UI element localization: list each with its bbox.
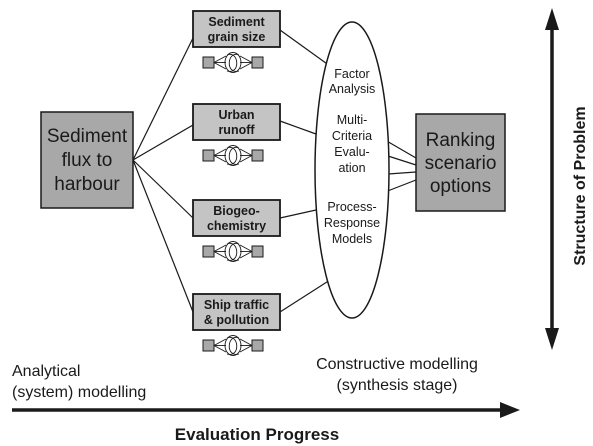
factor-box-biogeochemistry: Biogeo- chemistry — [192, 199, 281, 237]
stage-labels: Analytical (system) modelling Constructi… — [12, 356, 478, 401]
factor-box-line-2: & pollution — [204, 313, 269, 327]
source-box-line-1: Sediment — [47, 126, 128, 147]
source-box-shape — [40, 111, 134, 209]
factor-box-ship-traffic: Ship traffic & pollution — [192, 293, 281, 331]
result-box-line-3: options — [430, 176, 491, 197]
factor-box-line-2: chemistry — [207, 219, 266, 233]
constructive-stage-line-2: (synthesis stage) — [337, 377, 458, 394]
factor-box-shape — [192, 103, 281, 141]
constructive-stage-line-1: Constructive modelling — [316, 356, 478, 373]
structure-axis-arrow-up-icon — [545, 8, 559, 30]
result-connectors — [384, 139, 417, 193]
factor-box-line-2: runoff — [218, 123, 255, 137]
factor-box-shape — [192, 199, 281, 237]
source-box-line-2: flux to — [62, 150, 113, 171]
connector-source-ship — [132, 159, 194, 313]
source-connectors — [132, 37, 194, 313]
ellipse-connectors — [279, 29, 331, 313]
factor-box-grain-size: Sediment grain size — [192, 10, 281, 48]
evaluation-axis-label: Evaluation Progress — [175, 425, 339, 444]
factor-analysis-line-1: Factor — [334, 67, 369, 81]
source-box-line-3: harbour — [54, 174, 120, 195]
structure-axis-label: Structure of Problem — [572, 106, 589, 265]
connector-ship-ellipse — [279, 279, 331, 313]
mini-model-icon — [202, 145, 264, 166]
methods-ellipse-shape — [314, 21, 390, 319]
result-box-line-1: Ranking — [426, 130, 496, 151]
connector-ellipse-result-3 — [387, 171, 417, 175]
connector-ellipse-result-4 — [384, 179, 417, 193]
factor-analysis-line-2: Analysis — [329, 82, 376, 96]
multi-criteria-line-2: Criteria — [332, 129, 372, 143]
factor-box-shape — [192, 10, 281, 48]
connector-source-grain — [132, 37, 194, 161]
factor-box-line-1: Sediment — [208, 15, 265, 29]
structure-axis: Structure of Problem — [545, 8, 589, 350]
structure-axis-arrow-down-icon — [545, 328, 559, 350]
process-response-line-1: Process- — [327, 200, 376, 214]
evaluation-axis: Evaluation Progress — [12, 402, 520, 444]
result-box-line-2: scenario — [425, 153, 497, 174]
factor-box-shape — [192, 293, 281, 331]
result-box-shape — [415, 113, 506, 212]
factor-box-line-2: grain size — [208, 30, 266, 44]
process-response-line-2: Response — [324, 216, 380, 230]
factor-box-urban-runoff: Urban runoff — [192, 103, 281, 141]
evaluation-axis-arrow-icon — [500, 402, 520, 418]
factor-box-line-1: Biogeo- — [213, 204, 260, 218]
analytical-stage-line-2: (system) modelling — [12, 384, 146, 401]
multi-criteria-line-3: Evalu- — [334, 145, 369, 159]
factor-box-line-1: Ship traffic — [204, 298, 269, 312]
mini-model-icon — [202, 335, 264, 356]
multi-criteria-line-4: ation — [338, 161, 365, 175]
connector-runoff-ellipse — [279, 120, 317, 135]
process-response-line-3: Models — [332, 232, 372, 246]
analytical-stage-line-1: Analytical — [12, 363, 80, 380]
methods-ellipse: Factor Analysis Multi- Criteria Evalu- a… — [314, 21, 390, 319]
connector-source-runoff — [132, 124, 194, 161]
factor-box-line-1: Urban — [218, 108, 254, 122]
mini-model-icon — [202, 241, 264, 262]
connector-grain-ellipse — [279, 29, 331, 67]
multi-criteria-line-1: Multi- — [337, 113, 368, 127]
result-box: Ranking scenario options — [415, 113, 506, 212]
connector-ellipse-result-1 — [384, 139, 417, 159]
connector-source-biogeo — [132, 159, 194, 219]
connector-biogeo-ellipse — [279, 209, 317, 219]
mini-model-icon — [202, 52, 264, 73]
source-box: Sediment flux to harbour — [40, 111, 134, 209]
connector-ellipse-result-2 — [387, 155, 417, 166]
